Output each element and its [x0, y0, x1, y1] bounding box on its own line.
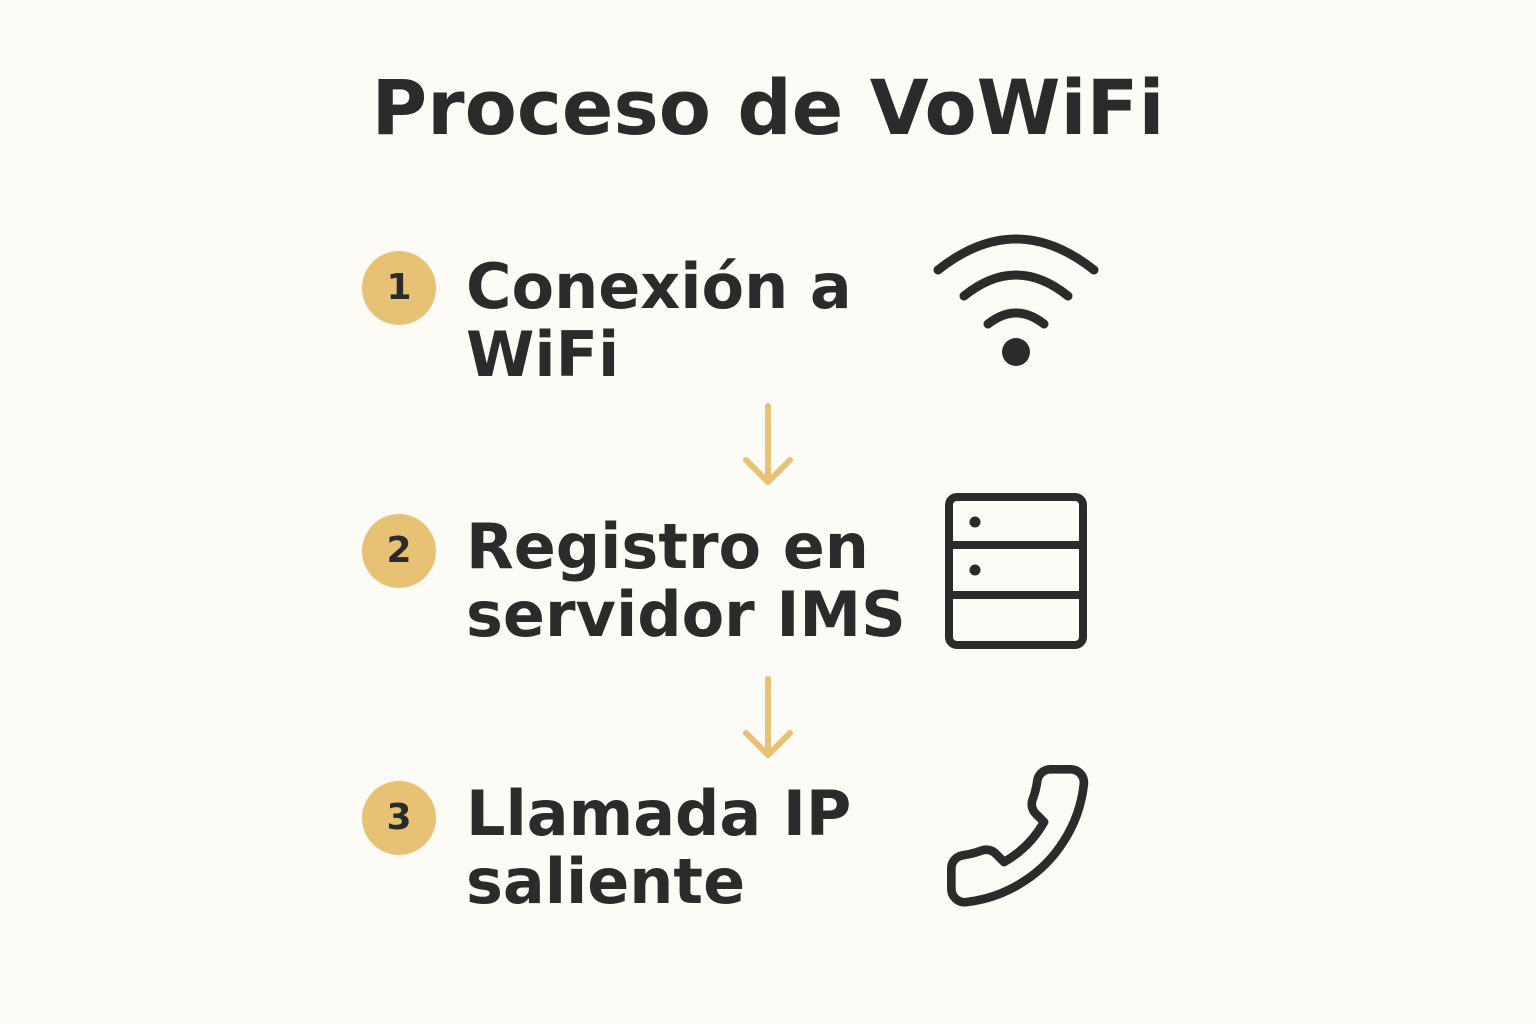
diagram-title: Proceso de VoWiFi: [371, 63, 1165, 152]
arrow-down-1: [743, 403, 793, 485]
step-1-label-line-2: WiFi: [466, 318, 620, 391]
step-3-badge: 3: [362, 781, 436, 855]
server-icon: [945, 493, 1087, 649]
arrow-down-2: [743, 676, 793, 758]
step-1-badge: 1: [362, 251, 436, 325]
step-1-label-line-1: Conexión a: [466, 250, 852, 323]
step-2-label-line-1: Registro en: [466, 510, 869, 583]
step-3-label-line-2: saliente: [466, 845, 746, 918]
step-1-label: Conexión a WiFi: [466, 253, 852, 389]
phone-icon: [946, 765, 1089, 907]
step-3-label-line-1: Llamada IP: [466, 777, 852, 850]
step-2-label-line-2: servidor IMS: [466, 578, 906, 651]
step-2-badge: 2: [362, 514, 436, 588]
step-3-label: Llamada IP saliente: [466, 780, 851, 916]
step-2-label: Registro en servidor IMS: [466, 513, 906, 649]
wifi-icon: [933, 234, 1099, 366]
